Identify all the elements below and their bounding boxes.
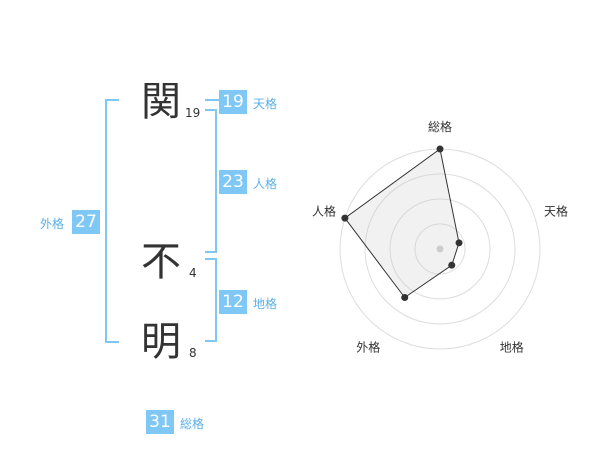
- radar-ring: [414, 223, 466, 275]
- radar-axis-label: 人格: [312, 203, 336, 218]
- radar-center-dot: [436, 245, 444, 253]
- jinkaku-bracket: [205, 109, 217, 253]
- chikaku-value: 12: [219, 290, 247, 314]
- tenkaku-bracket: [205, 99, 219, 101]
- tenkaku-value: 19: [219, 90, 247, 114]
- stroke-count-1: 19: [185, 106, 201, 120]
- radar-axis-label: 総格: [428, 119, 452, 134]
- name-char-3: 明: [141, 319, 181, 365]
- radar-axis-label: 地格: [500, 340, 524, 355]
- gaikaku-label: 外格: [40, 217, 65, 231]
- radar-axis-label: 外格: [356, 340, 380, 355]
- tenkaku-label: 天格: [253, 97, 278, 111]
- radar-ring: [389, 198, 491, 300]
- stroke-count-2: 4: [189, 266, 197, 280]
- soukaku-value: 31: [146, 410, 174, 434]
- radar-ring: [364, 173, 516, 325]
- jinkaku-label: 人格: [253, 177, 278, 191]
- radar-point: [455, 239, 463, 247]
- stroke-count-3: 8: [189, 346, 197, 360]
- name-char-2: 不: [141, 239, 181, 285]
- radar-point: [401, 294, 409, 302]
- chikaku-label: 地格: [253, 297, 278, 311]
- radar-point: [448, 261, 456, 269]
- jinkaku-value: 23: [219, 170, 247, 194]
- gaikaku-value: 27: [72, 210, 100, 234]
- radar-polygon: [344, 148, 460, 299]
- chikaku-bracket: [205, 258, 217, 342]
- radar-axis-label: 天格: [544, 203, 568, 218]
- radar-point: [341, 214, 349, 222]
- gaikaku-bracket: [105, 99, 119, 343]
- soukaku-label: 総格: [180, 417, 205, 431]
- name-char-1: 関: [141, 79, 181, 125]
- radar-point: [436, 145, 444, 153]
